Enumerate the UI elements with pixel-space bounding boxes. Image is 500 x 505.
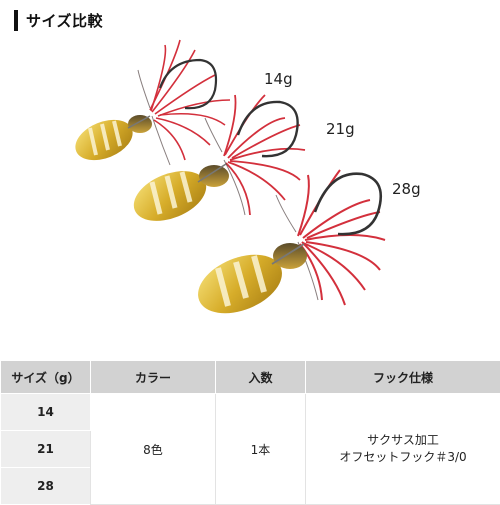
quantity-cell: 1本	[216, 394, 306, 505]
color-count-cell: 8色	[91, 394, 216, 505]
weight-label-21g: 21g	[326, 120, 355, 138]
weight-label-14g: 14g	[264, 70, 293, 88]
lure-14g	[69, 40, 230, 168]
lure-size-illustration	[0, 0, 500, 360]
size-cell-21: 21	[1, 431, 91, 468]
size-cell-28: 28	[1, 468, 91, 505]
header-quantity: 入数	[216, 361, 306, 394]
lure-21g	[127, 95, 305, 231]
hook-spec-line-2: オフセットフック＃3/0	[307, 449, 499, 466]
table-row: 14 8色 1本 サクサス加工 オフセットフック＃3/0	[1, 394, 500, 431]
header-size: サイズ（g）	[1, 361, 91, 394]
size-cell-14: 14	[1, 394, 91, 431]
spec-table: サイズ（g） カラー 入数 フック仕様 14 8色 1本 サクサス加工 オフセッ…	[0, 360, 500, 505]
header-hook-spec: フック仕様	[306, 361, 500, 394]
hook-spec-cell: サクサス加工 オフセットフック＃3/0	[306, 394, 500, 505]
lure-28g	[189, 170, 385, 325]
hook-spec-line-1: サクサス加工	[307, 432, 499, 449]
weight-label-28g: 28g	[392, 180, 421, 198]
header-color: カラー	[91, 361, 216, 394]
spec-table-header-row: サイズ（g） カラー 入数 フック仕様	[1, 361, 500, 394]
